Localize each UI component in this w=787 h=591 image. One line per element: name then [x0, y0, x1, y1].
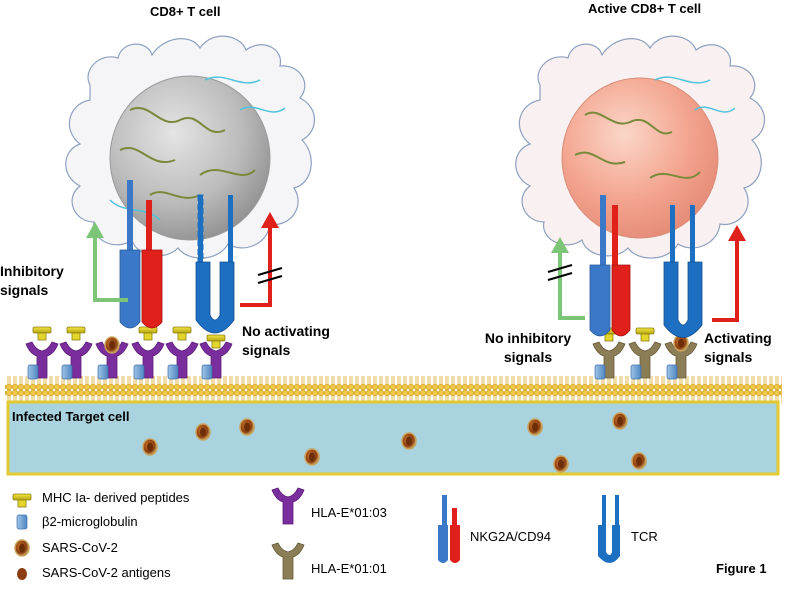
- right-inhibitory-arrow-blocked: [547, 237, 585, 320]
- left-chromatin: [119, 107, 256, 199]
- legend-hla-e-0103-label: HLA-E*01:03: [311, 505, 387, 520]
- virus-particle: [142, 438, 158, 456]
- left-activating-arrow-blocked: [240, 212, 283, 307]
- left-cell-title: CD8+ T cell: [150, 4, 221, 19]
- virus-particle: [612, 412, 628, 430]
- mhc-peptide: [635, 327, 655, 342]
- legend-mhc-icon: [12, 493, 32, 508]
- b2m-molecule: [201, 364, 213, 380]
- left-inhibitory-arrow: [86, 222, 128, 302]
- right-chromatin: [574, 111, 701, 179]
- mhc-peptide: [66, 326, 86, 341]
- b2m-molecule: [97, 364, 109, 380]
- virus-particle: [304, 448, 320, 466]
- legend-tcr-icon: [598, 495, 620, 563]
- no-activating-signals-label: No activating signals: [242, 323, 330, 358]
- legend-hla-e-0103-icon: [271, 487, 305, 525]
- right-er-lines: [654, 76, 736, 113]
- legend-sars-label: SARS-CoV-2: [42, 540, 118, 555]
- right-activating-arrow: [712, 225, 746, 322]
- left-t-cell: [65, 35, 315, 259]
- no-inhibitory-signals-label: No inhibitory signals: [484, 330, 572, 365]
- sars-antigen: [104, 336, 120, 354]
- legend-b2m-label: β2-microglobulin: [42, 514, 138, 529]
- right-nkg2a-receptor: [589, 195, 631, 337]
- b2m-molecule: [27, 364, 39, 380]
- left-hla-row: [25, 326, 233, 380]
- virus-particle: [195, 423, 211, 441]
- left-nucleus: [109, 75, 271, 241]
- virus-particle: [239, 418, 255, 436]
- left-tcr-receptor: [195, 194, 235, 334]
- virus-particle: [401, 432, 417, 450]
- legend-mhc-label: MHC Ia- derived peptides: [42, 490, 190, 505]
- legend-icons: [12, 487, 620, 580]
- b2m-molecule: [61, 364, 73, 380]
- target-cytoplasm: [6, 400, 780, 476]
- right-t-cell: [515, 35, 765, 259]
- legend-nkg2a-label: NKG2A/CD94: [470, 529, 551, 544]
- legend-b2m-icon: [16, 514, 28, 530]
- b2m-molecule: [666, 364, 678, 380]
- b2m-molecule: [594, 364, 606, 380]
- virus-particle: [553, 455, 569, 473]
- right-cell-title: Active CD8+ T cell: [588, 1, 702, 16]
- legend-antigens-label: SARS-CoV-2 antigens: [42, 565, 171, 580]
- figure-label: Figure 1: [716, 561, 767, 576]
- legend-antigen-icon: [17, 568, 27, 580]
- legend-nkg2a-icon: [438, 495, 460, 563]
- b2m-molecule: [630, 364, 642, 380]
- b2m-molecule: [133, 364, 145, 380]
- left-nkg2a-receptor: [119, 180, 163, 329]
- activating-signals-label: Activating signals: [704, 330, 772, 365]
- legend-hla-e-0101-icon: [271, 542, 305, 580]
- target-cell-label: Infected Target cell: [12, 409, 130, 424]
- legend-hla-e-0101-label: HLA-E*01:01: [311, 561, 387, 576]
- inhibitory-signals-label: Inhibitory signals: [0, 263, 64, 298]
- mhc-peptide: [206, 334, 226, 349]
- legend-sars-icon: [14, 539, 30, 557]
- b2m-molecule: [167, 364, 179, 380]
- right-tcr-receptor: [663, 205, 703, 338]
- legend-tcr-label: TCR: [631, 529, 658, 544]
- left-er-lines: [109, 76, 286, 221]
- mhc-peptide: [172, 326, 192, 341]
- virus-particle: [631, 452, 647, 470]
- virus-particle: [527, 418, 543, 436]
- mhc-peptide: [32, 326, 52, 341]
- mhc-peptide: [138, 326, 158, 341]
